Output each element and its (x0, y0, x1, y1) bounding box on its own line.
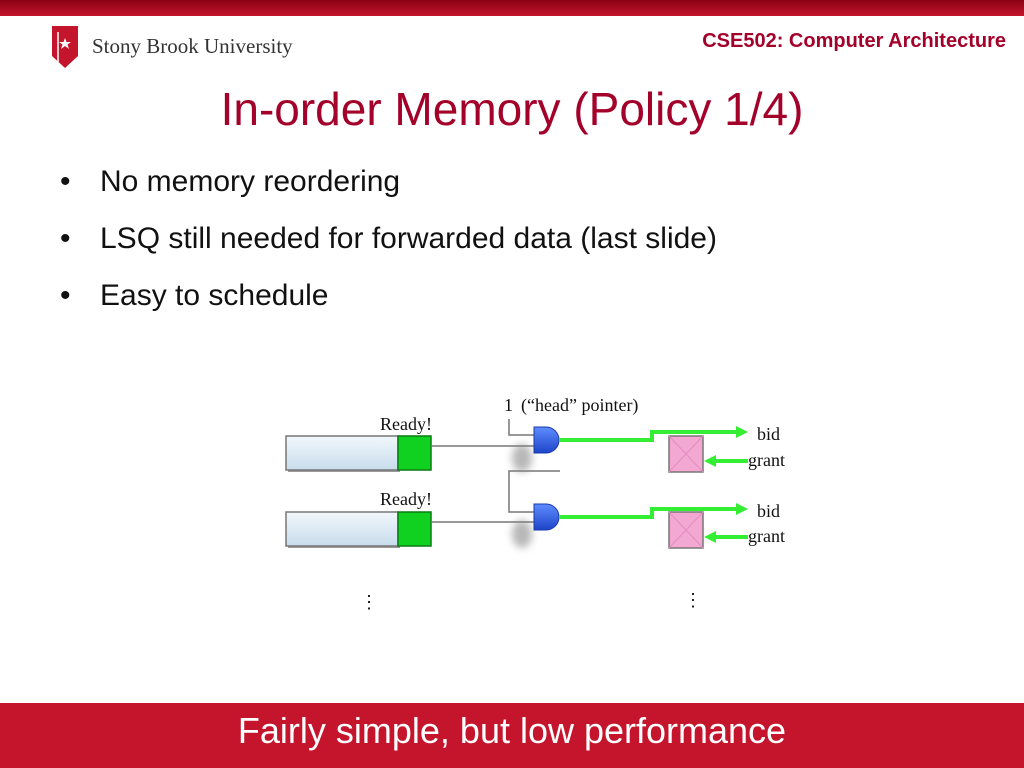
head-pointer-wire (508, 419, 536, 436)
and-gate-icon (533, 503, 560, 531)
bid-label: bid (757, 501, 780, 521)
queue-entry-row-1: Ready! bid grant (285, 414, 785, 473)
bullet-item: • Easy to schedule (60, 274, 717, 331)
ready-bit (397, 435, 432, 471)
arbiter-bevel (668, 511, 704, 549)
head-pointer-number: 1 (504, 395, 513, 415)
ready-label: Ready! (380, 489, 432, 509)
and-gate-icon (533, 426, 560, 454)
arrow-right-icon (736, 503, 748, 515)
bid-label: bid (757, 424, 780, 444)
bullet-icon: • (60, 279, 71, 312)
ready-bit (397, 511, 432, 547)
queue-entry-row-2: Ready! bid grant (285, 489, 785, 549)
bid-wire (559, 430, 740, 442)
bullet-text: No memory reordering (100, 165, 401, 198)
bid-wire (559, 507, 740, 519)
queue-entry (285, 511, 399, 547)
top-banner (0, 0, 1024, 16)
grant-label: grant (748, 450, 785, 470)
shield-icon (52, 26, 78, 68)
vertical-ellipsis-arbiters: ⋮ (684, 590, 702, 610)
vertical-ellipsis-entries: ⋮ (360, 592, 378, 612)
university-logo: Stony Brook University (52, 26, 322, 70)
arbiter-bevel (668, 435, 704, 473)
chain-wire (508, 470, 560, 513)
bullet-text: Easy to schedule (100, 279, 329, 312)
footer-caption: Fairly simple, but low performance (237, 710, 787, 751)
arrow-right-icon (736, 426, 748, 438)
university-name: Stony Brook University (92, 34, 293, 58)
head-pointer-label: (“head” pointer) (521, 395, 638, 416)
ready-label: Ready! (380, 414, 432, 434)
gate-shadow (512, 444, 532, 472)
queue-entry (285, 435, 399, 471)
grant-label: grant (748, 526, 785, 546)
bullet-text: LSQ still needed for forwarded data (las… (100, 222, 717, 255)
arrow-left-icon (704, 455, 716, 467)
bullet-icon: • (60, 222, 71, 255)
slide-title: In-order Memory (Policy 1/4) (220, 83, 804, 135)
bullet-list: • No memory reordering • LSQ still needed … (60, 160, 717, 331)
arrow-left-icon (704, 531, 716, 543)
bullet-item: • LSQ still needed for forwarded data (la… (60, 217, 717, 274)
bullet-item: • No memory reordering (60, 160, 717, 217)
course-title: CSE502: Computer Architecture (702, 30, 1006, 52)
gate-shadow (512, 520, 532, 548)
bullet-icon: • (60, 165, 71, 198)
footer-banner (0, 703, 1024, 768)
